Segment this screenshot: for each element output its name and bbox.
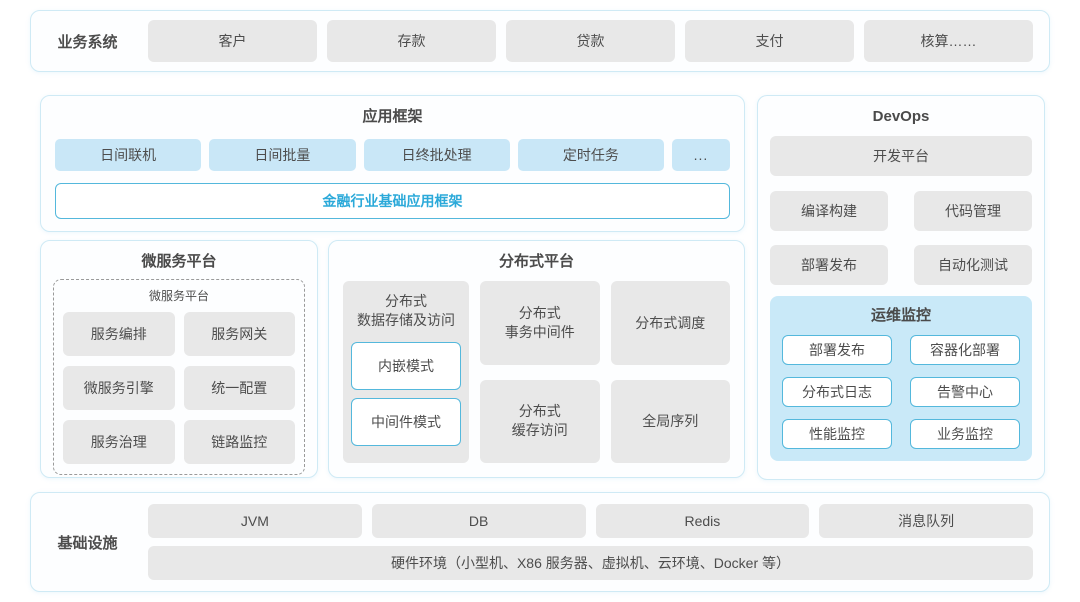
distributed-platform-section: 分布式平台 分布式 数据存储及访问 内嵌模式 中间件模式 分布式 事务中间件 分…	[328, 240, 745, 478]
distributed-middle-column: 分布式 事务中间件 分布式 缓存访问	[480, 281, 600, 463]
business-system-item: 核算……	[864, 20, 1033, 62]
ops-monitor-item: 容器化部署	[910, 335, 1020, 365]
business-system-item: 存款	[327, 20, 496, 62]
microservice-platform-title: 微服务平台	[141, 253, 217, 270]
distributed-item: 分布式调度	[610, 281, 730, 365]
infrastructure-row: JVM DB Redis 消息队列	[148, 504, 1033, 538]
devops-tool: 编译构建	[770, 191, 888, 231]
business-systems-section: 业务系统 客户 存款 贷款 支付 核算……	[30, 10, 1050, 72]
storage-mode-item: 内嵌模式	[351, 342, 461, 390]
ops-monitor-item: 性能监控	[782, 419, 892, 449]
ops-monitor-title: 运维监控	[870, 307, 931, 324]
ops-monitor-grid: 部署发布 容器化部署 分布式日志 告警中心 性能监控 业务监控	[782, 335, 1020, 449]
microservice-item: 服务网关	[183, 312, 295, 356]
distributed-storage-box: 分布式 数据存储及访问 内嵌模式 中间件模式	[343, 281, 469, 463]
business-systems-row: 客户 存款 贷款 支付 核算……	[148, 20, 1033, 62]
ops-monitor-item: 业务监控	[910, 419, 1020, 449]
ops-monitor-item: 告警中心	[910, 377, 1020, 407]
app-framework-item-more: ...	[672, 139, 730, 171]
app-framework-title: 应用框架	[362, 108, 423, 125]
infrastructure-item: JVM	[148, 504, 362, 538]
distributed-item: 分布式 事务中间件	[480, 281, 600, 365]
app-framework-item: 日间批量	[209, 139, 356, 171]
distributed-right-column: 分布式调度 全局序列	[610, 281, 730, 463]
business-system-item: 贷款	[506, 20, 675, 62]
app-framework-row: 日间联机 日间批量 日终批处理 定时任务 ...	[55, 139, 730, 171]
ops-monitor-item: 部署发布	[782, 335, 892, 365]
microservice-grid: 服务编排 服务网关 微服务引擎 统一配置 服务治理 链路监控	[63, 312, 295, 464]
business-system-item: 客户	[148, 20, 317, 62]
microservice-inner-title: 微服务平台	[148, 289, 209, 303]
distributed-storage-label: 分布式 数据存储及访问	[357, 293, 455, 328]
microservice-item: 微服务引擎	[63, 366, 175, 410]
base-framework-bar: 金融行业基础应用框架	[55, 183, 730, 219]
devops-title: DevOps	[872, 108, 930, 125]
infrastructure-content: JVM DB Redis 消息队列 硬件环境（小型机、X86 服务器、虚拟机、云…	[148, 504, 1033, 580]
ops-monitor-panel: 运维监控 部署发布 容器化部署 分布式日志 告警中心 性能监控 业务监控	[770, 296, 1032, 461]
infrastructure-item: Redis	[595, 504, 810, 538]
microservice-item: 服务编排	[63, 312, 175, 356]
infrastructure-section: 基础设施 JVM DB Redis 消息队列 硬件环境（小型机、X86 服务器、…	[30, 492, 1050, 592]
devops-tool: 代码管理	[914, 191, 1032, 231]
infrastructure-label: 基础设施	[57, 534, 118, 552]
distributed-item: 分布式 缓存访问	[480, 379, 600, 463]
devops-tools-grid: 编译构建 代码管理 部署发布 自动化测试	[770, 191, 1032, 285]
storage-mode-item: 中间件模式	[351, 398, 461, 446]
hardware-environment-bar: 硬件环境（小型机、X86 服务器、虚拟机、云环境、Docker 等）	[148, 546, 1033, 580]
microservice-item: 服务治理	[63, 420, 175, 464]
microservice-platform-section: 微服务平台 微服务平台 服务编排 服务网关 微服务引擎 统一配置 服务治理 链路…	[40, 240, 318, 478]
devops-tool: 自动化测试	[914, 245, 1032, 285]
infrastructure-item: 消息队列	[819, 504, 1033, 538]
distributed-platform-title: 分布式平台	[498, 253, 574, 270]
microservice-item: 统一配置	[183, 366, 295, 410]
distributed-grid: 分布式 数据存储及访问 内嵌模式 中间件模式 分布式 事务中间件 分布式 缓存访…	[343, 281, 730, 463]
distributed-item: 全局序列	[610, 379, 730, 463]
app-framework-item: 日终批处理	[363, 139, 510, 171]
microservice-inner-box: 微服务平台 服务编排 服务网关 微服务引擎 统一配置 服务治理 链路监控	[53, 279, 305, 475]
ops-monitor-item: 分布式日志	[782, 377, 892, 407]
app-framework-item: 日间联机	[55, 139, 202, 171]
dev-platform-box: 开发平台	[770, 136, 1032, 176]
devops-section: DevOps 开发平台 编译构建 代码管理 部署发布 自动化测试 运维监控 部署…	[757, 95, 1045, 480]
infrastructure-item: DB	[371, 504, 586, 538]
business-system-item: 支付	[685, 20, 854, 62]
devops-tool: 部署发布	[770, 245, 888, 285]
business-systems-label: 业务系统	[57, 33, 118, 51]
app-framework-section: 应用框架 日间联机 日间批量 日终批处理 定时任务 ... 金融行业基础应用框架	[40, 95, 745, 232]
microservice-item: 链路监控	[183, 420, 295, 464]
app-framework-item: 定时任务	[517, 139, 664, 171]
